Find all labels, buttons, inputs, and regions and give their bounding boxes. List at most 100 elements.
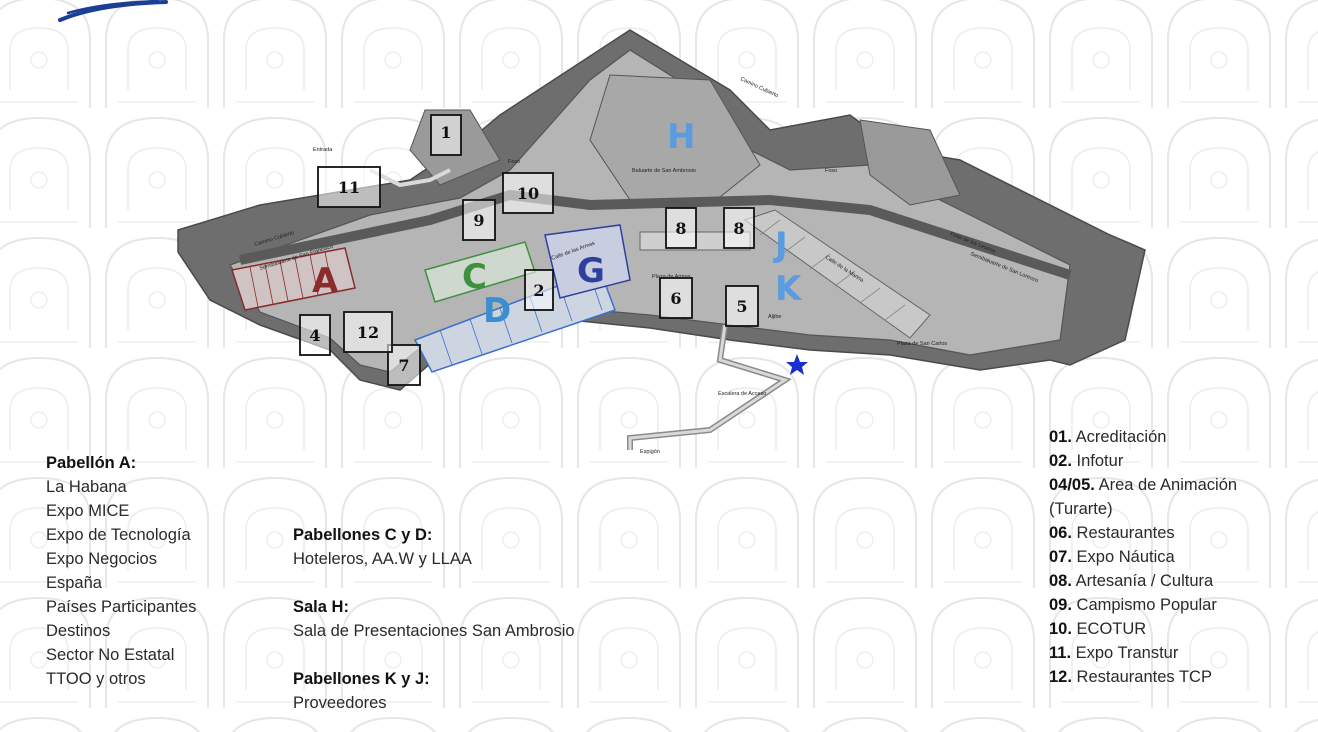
legend-area-code: 08. — [1049, 572, 1072, 590]
legend-kj-text: Proveedores — [293, 694, 387, 712]
legend-area-item: 08. Artesanía / Cultura — [1049, 569, 1237, 593]
zone-G — [544, 224, 631, 299]
svg-text:11: 11 — [338, 178, 360, 197]
pavilion-letter-D: D — [483, 291, 511, 331]
legend-area-label: (Turarte) — [1049, 500, 1113, 518]
label-foso-left: Foso — [508, 159, 520, 165]
area-box-1: 1 — [430, 114, 462, 156]
legend-area-item: 01. Acreditación — [1049, 425, 1237, 449]
area-box-9: 9 — [462, 199, 496, 241]
legend-area-code: 07. — [1049, 548, 1072, 566]
legend-area-item: 07. Expo Náutica — [1049, 545, 1237, 569]
legend-area-label: ECOTUR — [1076, 620, 1147, 638]
legend-item: Destinos — [46, 622, 111, 640]
legend-area-code: 12. — [1049, 668, 1072, 686]
zone-A — [231, 247, 356, 311]
area-box-8b: 8 — [723, 207, 755, 249]
legend-area-label: Infotur — [1076, 452, 1124, 470]
legend-pabellon-a: Pabellón A: La Habana Expo MICE Expo de … — [46, 451, 196, 691]
legend-item: Sector No Estatal — [46, 646, 175, 664]
legend-area-label: Expo Náutica — [1076, 548, 1175, 566]
legend-area-label: Restaurantes TCP — [1076, 668, 1212, 686]
svg-text:1: 1 — [440, 123, 451, 142]
svg-text:9: 9 — [473, 211, 484, 230]
legend-area-label: Area de Animación — [1098, 476, 1238, 494]
svg-text:8: 8 — [675, 219, 686, 238]
legend-area-item: 04/05. Area de Animación — [1049, 473, 1237, 497]
legend-item: La Habana — [46, 478, 127, 496]
area-box-10: 10 — [502, 172, 554, 214]
area-box-8a: 8 — [665, 207, 697, 249]
area-box-12: 12 — [343, 311, 393, 353]
legend-area-code: 02. — [1049, 452, 1072, 470]
legend-area-item: 12. Restaurantes TCP — [1049, 665, 1237, 689]
svg-text:10: 10 — [517, 184, 539, 203]
label-escalera: Escalera de Acceso — [718, 391, 766, 397]
pavilion-letter-A: A — [312, 261, 339, 301]
svg-text:7: 7 — [398, 356, 409, 375]
legend-area-item: 09. Campismo Popular — [1049, 593, 1237, 617]
svg-text:4: 4 — [309, 326, 320, 345]
legend-area-code: 06. — [1049, 524, 1072, 542]
zone-JK — [743, 209, 931, 339]
label-plaza-carlos: Plaza de San Carlos — [897, 341, 947, 347]
legend-pabellon-a-heading: Pabellón A: — [46, 454, 137, 472]
legend-h-text: Sala de Presentaciones San Ambrosio — [293, 622, 575, 640]
area-box-2: 2 — [524, 269, 554, 311]
label-foso-right: Foso — [825, 168, 837, 174]
fortress-map: A C D G H J K 1 2 4 5 6 7 8 8 9 10 11 12… — [177, 29, 1146, 455]
legend-area-code: 09. — [1049, 596, 1072, 614]
legend-area-item: 11. Expo Transtur — [1049, 641, 1237, 665]
legend-item: Expo de Tecnología — [46, 526, 191, 544]
area-box-11: 11 — [317, 166, 381, 208]
svg-text:12: 12 — [357, 323, 379, 342]
pavilion-letter-G: G — [577, 251, 605, 291]
pavilion-letter-C: C — [462, 257, 487, 297]
brand-logo — [58, 0, 168, 22]
legend-area-item: 10. ECOTUR — [1049, 617, 1237, 641]
label-plaza-armas: Plaza de Armas — [652, 274, 691, 280]
location-star-icon — [786, 354, 808, 375]
legend-area-code: 11. — [1049, 644, 1072, 662]
svg-text:8: 8 — [733, 219, 744, 238]
legend-area-label: Expo Transtur — [1075, 644, 1179, 662]
legend-area-label: Restaurantes — [1076, 524, 1175, 542]
svg-text:5: 5 — [736, 297, 747, 316]
legend-area-label: Acreditación — [1075, 428, 1167, 446]
legend-item: TTOO y otros — [46, 670, 146, 688]
legend-item: Países Participantes — [46, 598, 197, 616]
legend-pabellones: Pabellones C y D: Hoteleros, AA.W y LLAA… — [293, 523, 575, 715]
legend-area-code: 04/05. — [1049, 476, 1095, 494]
legend-item: Expo Negocios — [46, 550, 157, 568]
moat-road — [238, 189, 1072, 280]
legend-item: Expo MICE — [46, 502, 130, 520]
svg-text:2: 2 — [533, 281, 544, 300]
legend-cd-heading: Pabellones C y D: — [293, 526, 433, 544]
area-box-6: 6 — [659, 277, 693, 319]
label-baluarte: Baluarte de San Ambrosio — [632, 168, 696, 174]
svg-text:6: 6 — [670, 289, 681, 308]
legend-h-heading: Sala H: — [293, 598, 349, 616]
pavilion-letter-J: J — [773, 225, 788, 265]
area-box-7: 7 — [387, 344, 421, 386]
legend-item: España — [46, 574, 102, 592]
bastion-right — [859, 119, 961, 206]
legend-area-code: 10. — [1049, 620, 1072, 638]
legend-cd-text: Hoteleros, AA.W y LLAA — [293, 550, 472, 568]
legend-area-item: 06. Restaurantes — [1049, 521, 1237, 545]
pavilion-letter-K: K — [775, 269, 803, 309]
pavilion-letter-H: H — [667, 117, 695, 157]
label-entrada: Entrada — [313, 147, 333, 153]
entrance-path — [369, 168, 451, 188]
label-aljibe: Aljibe — [768, 314, 781, 320]
area-box-5: 5 — [725, 285, 759, 327]
legend-area-label: Artesanía / Cultura — [1075, 572, 1214, 590]
label-camino-cubierto-top: Camino Cubierto — [739, 76, 779, 99]
label-espigon: Espigón — [640, 449, 660, 455]
legend-kj-heading: Pabellones K y J: — [293, 670, 430, 688]
legend-area-label: Campismo Popular — [1076, 596, 1217, 614]
legend-area-item: (Turarte) — [1049, 497, 1237, 521]
legend-area-code: 01. — [1049, 428, 1072, 446]
area-box-4: 4 — [299, 314, 331, 356]
